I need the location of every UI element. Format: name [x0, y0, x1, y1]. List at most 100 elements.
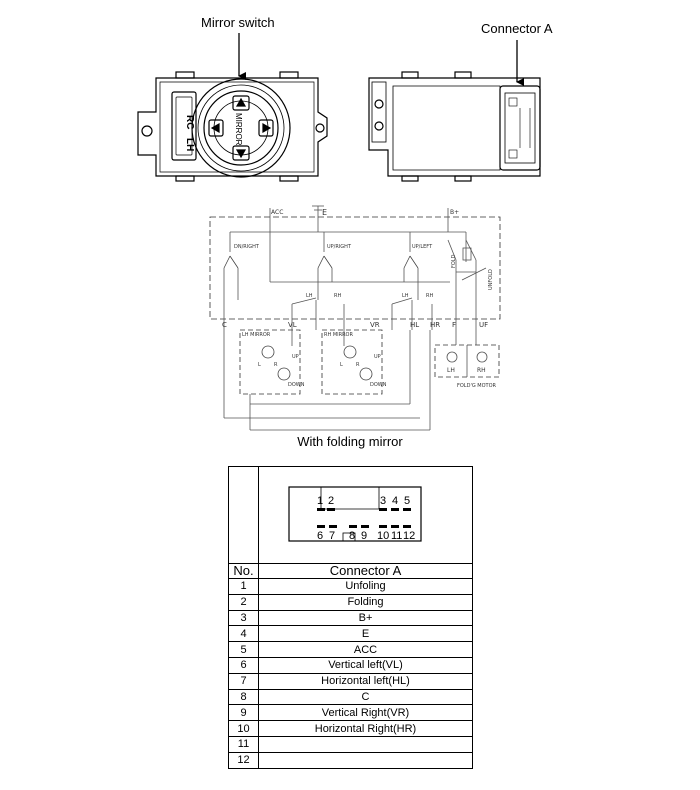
mirror-switch-label: Mirror switch [201, 15, 275, 30]
row-name: C [258, 688, 473, 706]
terminal-vr: VR [370, 321, 380, 329]
down-arrow-icon [232, 145, 250, 161]
row-name: Horizontal left(HL) [258, 672, 473, 690]
row-no: 3 [228, 609, 259, 627]
row-name: Horizontal Right(HR) [258, 720, 473, 737]
pin-7-label: 7 [329, 530, 335, 542]
connector-a-housing [499, 85, 541, 171]
pin-10-label: 10 [377, 530, 389, 542]
terminal-hr: HR [430, 321, 440, 329]
rh-l-label: L [340, 362, 343, 368]
row-no: 2 [228, 593, 259, 611]
terminal-uf: UF [479, 321, 488, 329]
row-no: 1 [228, 578, 259, 595]
switch-brand-text: MIRROR [234, 113, 243, 146]
row-no: 9 [228, 704, 259, 722]
folding-mirror-caption: With folding mirror [297, 434, 403, 449]
pin-6-label: 6 [317, 530, 323, 542]
row-name: Vertical Right(VR) [258, 704, 473, 722]
pin-9-label: 9 [361, 530, 367, 542]
selector-rh-1: RH [334, 293, 341, 299]
lh-mirror-label: LH MIRROR [242, 332, 271, 338]
lh-r-label: R [274, 362, 278, 368]
pin-12-label: 12 [403, 530, 415, 542]
fold-motor-rh-label: RH [477, 367, 486, 374]
terminal-e: E [322, 208, 327, 217]
row-no: 10 [228, 720, 259, 737]
row-no: 11 [228, 735, 259, 753]
switch-dn-right-label: DN/RIGHT [234, 244, 260, 250]
col-no-header: No. [228, 563, 259, 579]
terminal-vl: VL [288, 321, 297, 329]
switch-fold-label: FOLD [451, 254, 457, 268]
table-row: 12 [228, 751, 473, 769]
connector-face-cell: 1 2 3 4 5 6 7 8 9 10 11 12 [228, 466, 473, 564]
row-no: 7 [228, 672, 259, 690]
switch-up-left-label: UP/LEFT [412, 244, 433, 250]
row-no: 4 [228, 625, 259, 643]
selector-lh-1: LH [306, 293, 313, 299]
switch-unfold-label: UNFOLD [488, 269, 494, 290]
table-row: 11 [228, 735, 473, 753]
rh-down-label: DOWN [370, 382, 387, 388]
terminal-bplus: B+ [450, 209, 459, 216]
row-name: Vertical left(VL) [258, 656, 473, 674]
rh-up-label: UP [374, 354, 381, 360]
row-name: B+ [258, 609, 473, 627]
selector-lh-2: LH [402, 293, 409, 299]
wiring-schematic [209, 205, 501, 431]
row-no: 12 [228, 751, 259, 769]
row-name: Folding [258, 593, 473, 611]
mirror-switch-rear-view [368, 40, 541, 182]
fold-motor-lh-label: LH [447, 367, 455, 374]
pin-11-label: 11 [391, 530, 402, 542]
lh-position-text: LH [184, 138, 195, 151]
row-no: 5 [228, 641, 259, 658]
switch-up-right-label: UP/RIGHT [327, 244, 352, 250]
selector-rh-2: RH [426, 293, 433, 299]
lh-up-label: UP [292, 354, 299, 360]
left-arrow-icon [208, 119, 224, 137]
pin-8-label: 8 [349, 530, 355, 542]
pin-2-label: 2 [328, 495, 334, 507]
fold-motor-caption: FOLD'G MOTOR [457, 383, 497, 389]
lh-l-label: L [258, 362, 261, 368]
col-name-header: Connector A [258, 563, 473, 579]
connector-face-diagram: 1 2 3 4 5 6 7 8 9 10 11 12 [288, 486, 422, 542]
terminal-c: C [222, 321, 227, 329]
terminal-hl: HL [410, 321, 419, 329]
row-name: E [258, 625, 473, 643]
rh-r-label: R [356, 362, 360, 368]
row-no: 8 [228, 688, 259, 706]
row-name: Unfoling [258, 578, 473, 595]
mirror-switch-front-view [137, 33, 328, 182]
connector-a-label: Connector A [481, 21, 553, 36]
rc-position-text: RC [184, 115, 195, 129]
lh-down-label: DOWN [288, 382, 305, 388]
pin-1-label: 1 [317, 495, 323, 507]
up-arrow-icon [232, 95, 250, 111]
pin-4-label: 4 [392, 495, 398, 507]
row-name [258, 751, 473, 769]
row-name: ACC [258, 641, 473, 658]
pin-3-label: 3 [380, 495, 386, 507]
rh-mirror-label: RH MIRROR [324, 332, 353, 338]
right-arrow-icon [258, 119, 274, 137]
terminal-acc: ACC [271, 209, 283, 216]
connector-a-table: 1 2 3 4 5 6 7 8 9 10 11 12 No. Connector… [228, 466, 473, 769]
pin-5-label: 5 [404, 495, 410, 507]
row-name [258, 735, 473, 753]
row-no: 6 [228, 656, 259, 674]
terminal-f: F [452, 321, 456, 329]
